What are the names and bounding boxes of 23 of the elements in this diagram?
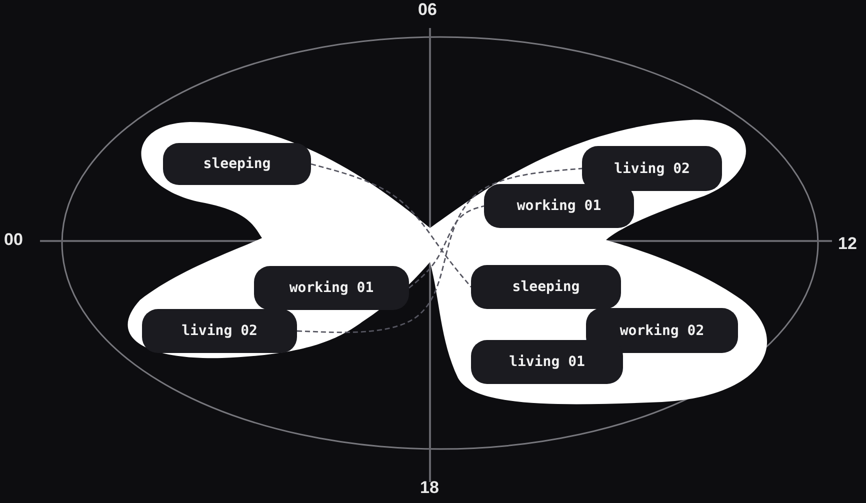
dashed-connector: [310, 163, 472, 288]
activity-label: working 01: [289, 280, 374, 296]
activity-label: working 02: [620, 322, 704, 338]
activity-pill: [254, 266, 409, 310]
activity-label: living 02: [182, 323, 258, 339]
activity-pill: [163, 143, 311, 185]
activity-label: sleeping: [512, 279, 580, 295]
activity-pill: [582, 146, 722, 191]
hour-label: 06: [418, 0, 437, 20]
dashed-connector: [408, 205, 484, 289]
activity-pill: [142, 309, 297, 353]
activity-label: living 02: [614, 160, 690, 176]
activity-label: sleeping: [203, 156, 271, 172]
activity-pill: [586, 308, 738, 353]
hour-label: 00: [4, 230, 23, 250]
hour-label: 18: [420, 478, 439, 498]
activity-label: living 01: [509, 354, 585, 370]
activity-pill: [484, 184, 634, 228]
hour-label: 12: [838, 234, 857, 254]
dashed-connector: [296, 168, 582, 334]
activity-label: working 01: [516, 198, 602, 214]
activity-pill: [471, 340, 623, 384]
activity-pill: [471, 265, 621, 309]
